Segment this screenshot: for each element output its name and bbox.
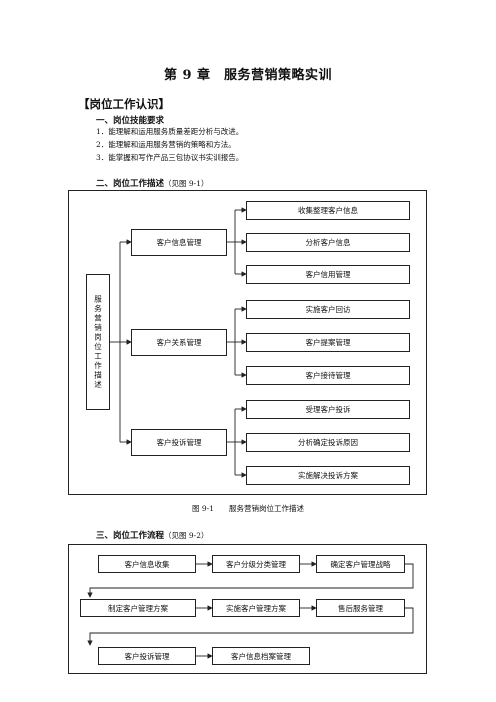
chapter-title: 第 9 章 服务营销策略实训 [163,68,333,83]
process-step: 客户投诉管理 [98,647,196,665]
process-step: 客户信息收集 [98,555,196,573]
figure-9-1-caption: 图 9-1 服务营销岗位工作描述 [192,504,304,513]
process-step: 制定客户管理方案 [80,599,196,617]
skill-item-3: 3．能掌握和写作产品三包协议书实训报告。 [96,153,244,162]
section-heading: 【岗位工作认识】 [78,97,170,111]
task-node: 客户接待管理 [246,366,410,385]
group-node-complaint: 客户投诉管理 [131,429,227,456]
process-heading-text: 三、岗位工作流程 [96,531,165,541]
process-step: 客户分级分类管理 [212,555,300,573]
figure-9-1-frame [68,190,427,495]
process-heading: 三、岗位工作流程（见图 9-2） [96,529,208,541]
root-node-box: 服务营销岗位工作描述 [86,274,110,410]
skill-item-1: 1．能理解和运用服务质量差距分析与改进。 [96,127,244,136]
task-node: 客户信用管理 [246,265,410,284]
task-node: 分析确定投诉原因 [246,433,410,452]
skills-heading: 一、岗位技能要求 [96,116,165,126]
process-step: 确定客户管理战略 [316,555,405,573]
description-heading-text: 二、岗位工作描述 [96,179,165,189]
process-step: 实施客户管理方案 [212,599,300,617]
task-node: 实施客户回访 [246,300,410,319]
process-step: 客户信息档案管理 [212,647,310,665]
task-node: 客户提案管理 [246,333,410,352]
task-node: 收集整理客户信息 [246,201,410,220]
process-step: 售后服务管理 [316,599,405,617]
process-figure-ref: （见图 9-2） [164,531,209,540]
description-heading: 二、岗位工作描述（见图 9-1） [96,177,208,189]
group-node-relation: 客户关系管理 [131,329,227,356]
task-node: 实施解决投诉方案 [246,466,410,485]
description-figure-ref: （见图 9-1） [164,179,209,188]
task-node: 受理客户投诉 [246,400,410,419]
task-node: 分析客户信息 [246,233,410,252]
skill-item-2: 2．能理解和运用服务营销的策略和方法。 [96,140,236,149]
figure-9-2-frame [68,544,427,674]
group-node-info: 客户信息管理 [131,229,227,256]
